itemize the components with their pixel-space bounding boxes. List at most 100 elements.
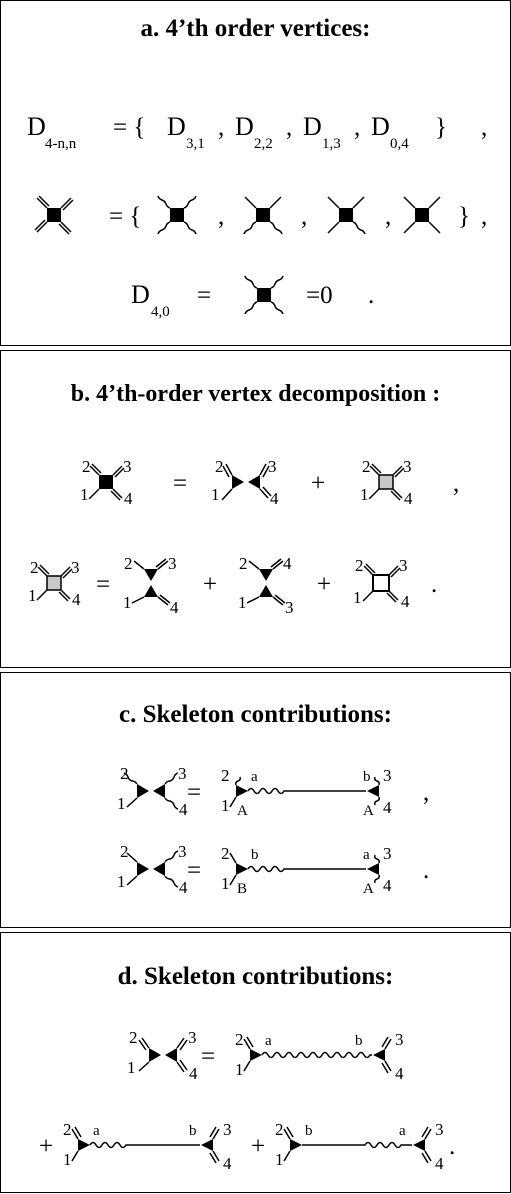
svg-text:1: 1 xyxy=(80,485,89,504)
panel-a: a. 4’th order vertices: D 4-n,n = { D 3,… xyxy=(0,0,511,346)
trailing-comma: , xyxy=(481,114,487,141)
svg-text:1: 1 xyxy=(238,593,247,612)
svg-text:b: b xyxy=(363,769,371,785)
svg-text:4: 4 xyxy=(283,554,292,573)
trailing-comma: , xyxy=(423,779,429,806)
svg-text:3: 3 xyxy=(383,766,392,785)
separator-comma: , xyxy=(218,114,224,141)
panel-a-equations: D 4-n,n = { D 3,1 , D 2,2 , D 1,3 , D 0,… xyxy=(27,112,487,320)
svg-text:b: b xyxy=(305,1123,313,1139)
d31-subscript: 3,1 xyxy=(186,136,205,152)
svg-text:A: A xyxy=(363,803,374,819)
vertex-straight-legs-icon xyxy=(403,196,441,234)
d04-symbol: D xyxy=(371,112,390,141)
svg-text:3: 3 xyxy=(178,764,187,783)
svg-text:4: 4 xyxy=(383,798,392,817)
d40-symbol: D xyxy=(131,280,150,309)
vertex-one-wavy-icon xyxy=(327,196,366,235)
svg-text:2: 2 xyxy=(120,842,129,861)
svg-text:3: 3 xyxy=(123,457,132,476)
svg-text:3: 3 xyxy=(268,457,277,476)
d40-subscript: 4,0 xyxy=(151,304,170,320)
separator-comma: , xyxy=(218,203,224,230)
wavy-bowtie-diagram: 2 3 1 4 xyxy=(117,764,188,819)
trailing-period: . xyxy=(423,857,429,884)
svg-text:3: 3 xyxy=(71,558,80,577)
svg-text:B: B xyxy=(237,881,247,897)
svg-text:1: 1 xyxy=(360,485,369,504)
svg-text:4: 4 xyxy=(404,489,413,508)
svg-text:3: 3 xyxy=(188,1028,197,1047)
svg-text:1: 1 xyxy=(221,796,230,815)
plus-sign: + xyxy=(203,571,217,598)
equals-brace: = { xyxy=(113,114,145,141)
hatched-vertex-diagram: 2 3 1 4 xyxy=(360,457,413,508)
trailing-period: . xyxy=(431,571,437,598)
bowtie-diagram: 2 3 1 4 xyxy=(211,457,279,508)
vertex-two-wavy-icon xyxy=(243,196,283,235)
panel-d-equations: 2 3 1 4 = 2 1 a b 3 4 + 2 1 a b xyxy=(39,1028,455,1173)
d-symbol: D xyxy=(27,112,46,141)
double-bowtie-diagram: 2 3 1 4 xyxy=(127,1028,198,1083)
hatched-vertex-diagram: 2 3 1 4 xyxy=(28,558,81,609)
d13-subscript: 1,3 xyxy=(322,136,341,152)
d22-subscript: 2,2 xyxy=(254,136,273,152)
close-brace: } xyxy=(458,203,470,230)
svg-text:3: 3 xyxy=(223,1120,232,1139)
svg-text:3: 3 xyxy=(435,1120,444,1139)
svg-text:b: b xyxy=(251,847,259,863)
panel-c: c. Skeleton contributions: 2 3 1 4 = 2 1… xyxy=(0,672,511,928)
svg-text:3: 3 xyxy=(168,554,177,573)
close-brace: } xyxy=(435,114,447,141)
panel-b-equations: 2 3 1 4 = 2 3 1 4 + 2 3 1 4 , 2 xyxy=(28,457,459,617)
svg-text:1: 1 xyxy=(117,794,126,813)
vertex-four-wavy-icon xyxy=(157,195,197,235)
full-vertex-diagram: 2 3 1 4 xyxy=(80,457,133,508)
double-leg-vertex-icon xyxy=(34,195,74,235)
d31-symbol: D xyxy=(167,112,186,141)
panel-b-title: b. 4’th-order vertex decomposition : xyxy=(70,381,441,407)
svg-text:a: a xyxy=(399,1123,406,1139)
d22-symbol: D xyxy=(235,112,254,141)
equals-sign: = xyxy=(187,779,201,806)
svg-text:2: 2 xyxy=(124,554,133,573)
svg-text:2: 2 xyxy=(120,764,129,783)
svg-text:2: 2 xyxy=(129,1028,138,1047)
trailing-period: . xyxy=(449,1133,455,1160)
svg-text:2: 2 xyxy=(63,1120,72,1139)
d04-subscript: 0,4 xyxy=(390,136,409,152)
separator-comma: , xyxy=(286,114,292,141)
d-subscript: 4-n,n xyxy=(45,136,77,152)
svg-text:2: 2 xyxy=(275,1120,284,1139)
svg-text:4: 4 xyxy=(401,592,410,611)
separator-comma: , xyxy=(301,203,307,230)
skeleton-diagram-ab: 2 1 a b 3 4 xyxy=(63,1120,232,1173)
panel-d: d. Skeleton contributions: 2 3 1 4 = 2 1… xyxy=(0,932,511,1193)
svg-text:4: 4 xyxy=(179,878,188,897)
svg-text:a: a xyxy=(363,847,370,863)
svg-text:2: 2 xyxy=(362,457,371,476)
wavy-bowtie-diagram: 2 3 1 4 xyxy=(117,842,188,897)
svg-text:4: 4 xyxy=(72,590,81,609)
svg-text:4: 4 xyxy=(223,1154,232,1173)
separator-comma: , xyxy=(354,114,360,141)
svg-text:1: 1 xyxy=(353,588,362,607)
d13-symbol: D xyxy=(303,112,322,141)
panel-c-title: c. Skeleton contributions: xyxy=(119,701,392,728)
plus-sign: + xyxy=(311,470,325,497)
svg-text:2: 2 xyxy=(215,457,224,476)
trailing-comma: , xyxy=(481,203,487,230)
svg-text:A: A xyxy=(363,881,374,897)
equals-zero: =0 xyxy=(306,282,333,309)
svg-text:1: 1 xyxy=(221,874,230,893)
plus-sign: + xyxy=(251,1133,265,1160)
svg-text:1: 1 xyxy=(28,586,37,605)
svg-text:3: 3 xyxy=(399,556,408,575)
equals-sign: = xyxy=(197,282,211,309)
svg-text:a: a xyxy=(93,1123,100,1139)
svg-text:4: 4 xyxy=(270,489,279,508)
svg-text:4: 4 xyxy=(170,598,179,617)
equals-sign: = xyxy=(96,571,110,598)
svg-text:2: 2 xyxy=(239,554,248,573)
skeleton-diagram-aa: 2 1 a b A A 3 4 xyxy=(221,766,392,819)
